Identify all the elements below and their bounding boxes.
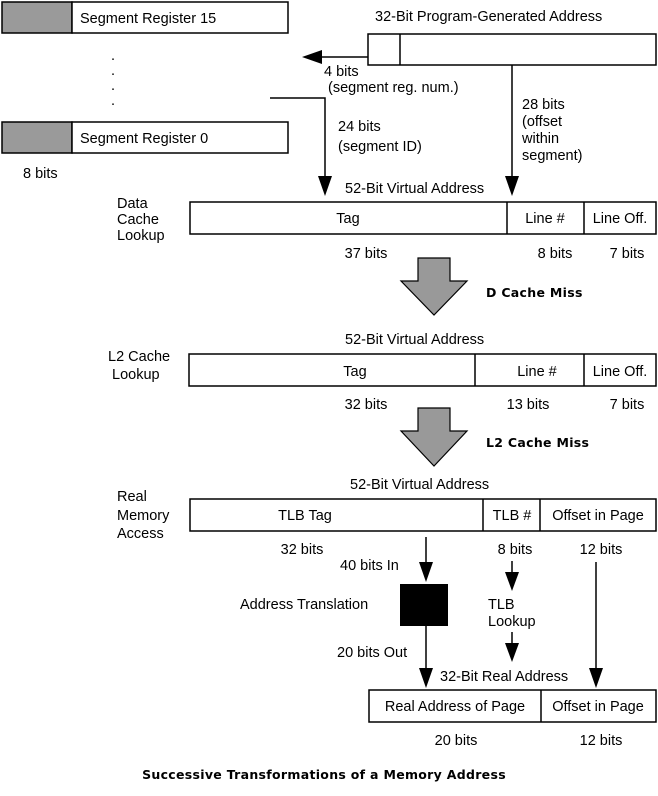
segment-register-15-label: Segment Register 15 xyxy=(80,11,216,27)
tlb-tag-field: TLB Tag xyxy=(278,508,332,524)
svg-text:Lookup: Lookup xyxy=(112,367,160,383)
bits-in-label: 40 bits In xyxy=(340,558,399,574)
real-memory-address-box: TLB Tag TLB # Offset in Page xyxy=(189,498,657,532)
seg-note-label: (segment reg. num.) xyxy=(328,80,459,96)
l2-cache-miss-arrow xyxy=(399,407,469,467)
svg-text:.: . xyxy=(111,78,115,94)
l2-cache-offset-bits: 7 bits xyxy=(610,397,645,413)
svg-text:Lookup: Lookup xyxy=(117,228,165,244)
tlb-lookup-arrow-top xyxy=(505,561,519,591)
segment-register-15: Segment Register 15 xyxy=(1,1,289,34)
svg-text:(offset: (offset xyxy=(522,114,562,130)
segment-register-0: Segment Register 0 xyxy=(1,121,289,154)
l2-cache-side-label: L2 Cache xyxy=(108,349,170,365)
data-cache-address-box: Tag Line # Line Off. xyxy=(189,201,657,235)
translation-input-arrow xyxy=(419,537,433,582)
real-memory-title: 52-Bit Virtual Address xyxy=(350,477,489,493)
segment-select-arrow xyxy=(302,50,368,64)
l2-cache-address-box: Tag Line # Line Off. xyxy=(188,353,657,387)
real-page-offset-bits: 12 bits xyxy=(580,733,623,749)
tlb-number-bits: 8 bits xyxy=(498,542,533,558)
real-address-title: 32-Bit Real Address xyxy=(440,669,568,685)
l2-cache-tag-bits: 32 bits xyxy=(345,397,388,413)
svg-text:Lookup: Lookup xyxy=(488,614,536,630)
l2-cache-title: 52-Bit Virtual Address xyxy=(345,332,484,348)
tlb-tag-bits: 32 bits xyxy=(281,542,324,558)
bits-out-label: 20 bits Out xyxy=(337,645,407,661)
svg-text:Memory: Memory xyxy=(117,508,170,524)
diagram-caption: Successive Transformations of a Memory A… xyxy=(142,767,506,782)
seg-bits-label: 4 bits xyxy=(324,64,359,80)
program-address-title: 32-Bit Program-Generated Address xyxy=(375,9,602,25)
real-address-box: Real Address of Page Offset in Page xyxy=(368,689,657,723)
data-cache-side-label: Data xyxy=(117,196,149,212)
page-offset-field: Offset in Page xyxy=(552,508,644,524)
data-cache-offset-bits: 7 bits xyxy=(610,246,645,262)
segment-dots: . . . . xyxy=(111,48,115,109)
segment-register-0-label: Segment Register 0 xyxy=(80,131,208,147)
segment-id-arrow xyxy=(270,97,332,196)
segment-id-note: (segment ID) xyxy=(338,139,422,155)
data-cache-line-bits: 8 bits xyxy=(538,246,573,262)
l2-cache-offset-field: Line Off. xyxy=(593,364,648,380)
offset-arrow xyxy=(505,65,519,196)
data-cache-line-field: Line # xyxy=(525,211,565,227)
l2-cache-line-bits: 13 bits xyxy=(507,397,550,413)
real-page-offset-field: Offset in Page xyxy=(552,699,644,715)
data-cache-offset-field: Line Off. xyxy=(593,211,648,227)
l2-cache-miss-label: L2 Cache Miss xyxy=(486,435,589,450)
segment-id-bits: 24 bits xyxy=(338,119,381,135)
svg-text:Access: Access xyxy=(117,526,164,542)
tlb-lookup-label: TLB xyxy=(488,597,515,613)
l2-cache-tag-field: Tag xyxy=(343,364,366,380)
svg-text:segment): segment) xyxy=(522,148,582,164)
address-translation-box xyxy=(400,584,448,626)
svg-text:Cache: Cache xyxy=(117,212,159,228)
address-translation-label: Address Translation xyxy=(240,597,368,613)
segment-width-label: 8 bits xyxy=(23,166,58,182)
svg-text:.: . xyxy=(111,48,115,64)
program-address-box xyxy=(367,33,657,66)
tlb-number-field: TLB # xyxy=(493,508,532,524)
tlb-lookup-arrow-bottom xyxy=(505,632,519,662)
offset-bits-label: 28 bits xyxy=(522,97,565,113)
real-page-address-field: Real Address of Page xyxy=(385,699,525,715)
svg-text:within: within xyxy=(521,131,559,147)
svg-text:.: . xyxy=(111,63,115,79)
d-cache-miss-arrow xyxy=(399,257,469,316)
page-offset-arrow xyxy=(589,562,603,688)
svg-text:.: . xyxy=(111,93,115,109)
real-memory-side-label: Real xyxy=(117,489,147,505)
data-cache-tag-bits: 37 bits xyxy=(345,246,388,262)
translation-output-arrow xyxy=(419,626,433,688)
real-page-address-bits: 20 bits xyxy=(435,733,478,749)
data-cache-title: 52-Bit Virtual Address xyxy=(345,181,484,197)
page-offset-bits: 12 bits xyxy=(580,542,623,558)
data-cache-tag-field: Tag xyxy=(336,211,359,227)
d-cache-miss-label: D Cache Miss xyxy=(486,285,583,300)
l2-cache-line-field: Line # xyxy=(517,364,557,380)
